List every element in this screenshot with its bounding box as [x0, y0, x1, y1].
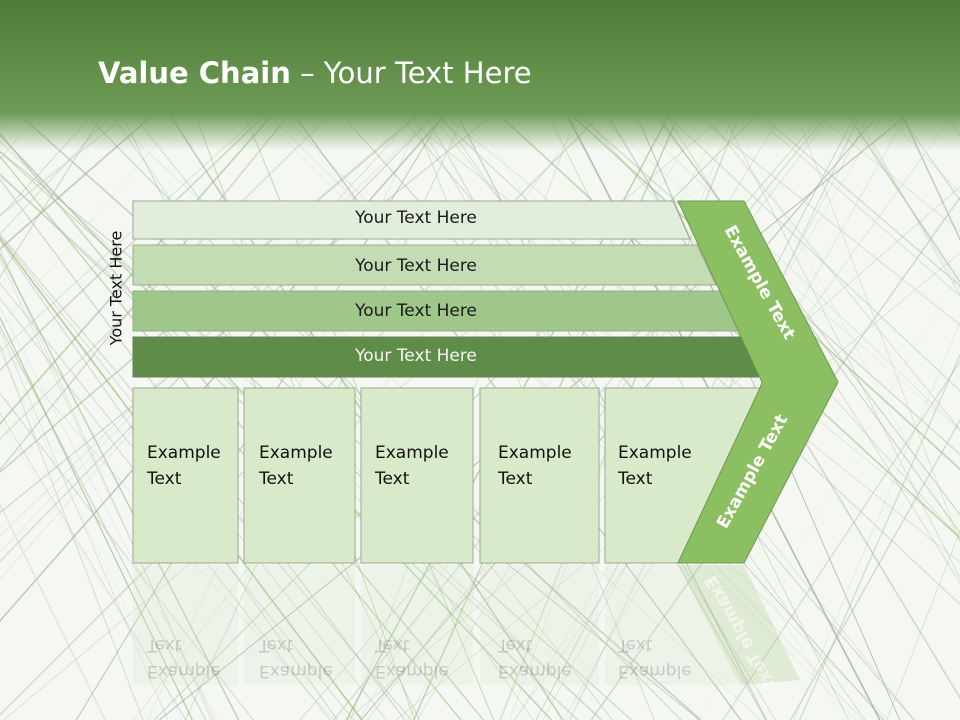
- row-3-label: Your Text Here: [355, 301, 477, 321]
- background-line: [0, 307, 218, 720]
- background-line: [0, 329, 168, 720]
- cell-4-line2: Text: [498, 469, 533, 489]
- cell-3-reflection-text: Example Text: [375, 632, 449, 684]
- chevron-shape: [677, 200, 839, 564]
- side-label: Your Text Here: [106, 230, 126, 346]
- background-line: [0, 324, 207, 720]
- background-line: [698, 270, 960, 720]
- background-line: [0, 282, 355, 720]
- cell-5-line1: Example: [618, 443, 692, 463]
- background-line: [852, 109, 960, 297]
- cell-1-shape: [132, 387, 239, 564]
- chevron-reflection: [678, 565, 800, 685]
- cell-4-shape: [479, 387, 600, 564]
- cell-2-shape: [243, 387, 356, 564]
- background-line: [722, 360, 960, 720]
- background-line: [0, 109, 187, 329]
- background-line: [699, 109, 960, 431]
- cell-5-reflection-text: Example Text: [618, 632, 692, 684]
- background-line: [0, 345, 334, 720]
- background-line: [790, 418, 960, 720]
- cell-3-reflection-line1: Example: [375, 661, 449, 681]
- background-line: [754, 109, 960, 287]
- background-line: [799, 353, 960, 720]
- cell-3-reflection: [361, 565, 473, 685]
- background-line: [794, 109, 960, 544]
- background-line: [660, 109, 960, 392]
- row-2-shape: [132, 244, 717, 286]
- background-line: [720, 109, 960, 580]
- cell-1-reflection-text: Example Text: [147, 632, 221, 684]
- background-line: [843, 109, 960, 284]
- cell-3-line1: Example: [375, 443, 449, 463]
- background-line: [0, 392, 254, 720]
- row-1-label: Your Text Here: [355, 208, 477, 228]
- cell-2-reflection-text: Example Text: [259, 632, 333, 684]
- background-line: [899, 109, 960, 242]
- cell-5-line2: Text: [618, 469, 653, 489]
- background-line: [689, 109, 960, 327]
- background-line: [13, 109, 702, 720]
- background-line: [0, 297, 331, 720]
- cell-1-reflection-line2: Text: [147, 635, 182, 655]
- cell-1-reflection-line1: Example: [147, 661, 221, 681]
- cell-5-reflection-line1: Example: [618, 661, 692, 681]
- background-line: [0, 344, 144, 720]
- background-line: [0, 247, 213, 720]
- background-line: [0, 109, 107, 278]
- cell-1-line1: Example: [147, 443, 221, 463]
- background-line: [793, 321, 960, 720]
- background-line: [0, 352, 183, 720]
- cell-5-reflection-line2: Text: [618, 635, 653, 655]
- background-line: [810, 109, 960, 232]
- title-rest: – Your Text Here: [290, 56, 532, 90]
- cell-5-reflection: [605, 565, 740, 685]
- background-line: [0, 239, 338, 720]
- background-line: [747, 109, 960, 298]
- cell-4-reflection: [480, 565, 599, 685]
- cell-4-reflection-line2: Text: [498, 635, 533, 655]
- background-line: [848, 109, 960, 289]
- cell-3-line2: Text: [375, 469, 410, 489]
- row-1-shape: [132, 200, 691, 240]
- cell-1-reflection: [133, 565, 238, 685]
- cell-2-line2: Text: [259, 469, 294, 489]
- background-line: [0, 258, 215, 720]
- cell-3-reflection-line2: Text: [375, 635, 410, 655]
- title-bold: Value Chain: [98, 56, 291, 90]
- background-line: [0, 411, 187, 720]
- background-line: [0, 420, 187, 720]
- cell-4-reflection-line1: Example: [498, 661, 572, 681]
- title-bar: [0, 0, 960, 150]
- cell-2-reflection: [244, 565, 355, 685]
- cell-4-line1: Example: [498, 443, 572, 463]
- background-line: [886, 530, 960, 720]
- row-2-label: Your Text Here: [355, 256, 477, 276]
- background-line: [366, 109, 836, 720]
- cell-3-shape: [360, 387, 474, 564]
- background-line: [0, 252, 240, 720]
- background-line: [0, 316, 193, 720]
- cell-2-reflection-line2: Text: [259, 635, 294, 655]
- background-line: [0, 109, 160, 251]
- background-line: [0, 502, 106, 720]
- background-line: [727, 109, 960, 543]
- cell-2-reflection-line1: Example: [259, 661, 333, 681]
- page-title: Value Chain – Your Text Here: [98, 56, 532, 90]
- cell-1-line2: Text: [147, 469, 182, 489]
- background-line: [0, 109, 117, 236]
- cell-2-line1: Example: [259, 443, 333, 463]
- cell-4-reflection-text: Example Text: [498, 632, 572, 684]
- row-4-label: Your Text Here: [355, 346, 477, 366]
- background-line: [0, 109, 134, 217]
